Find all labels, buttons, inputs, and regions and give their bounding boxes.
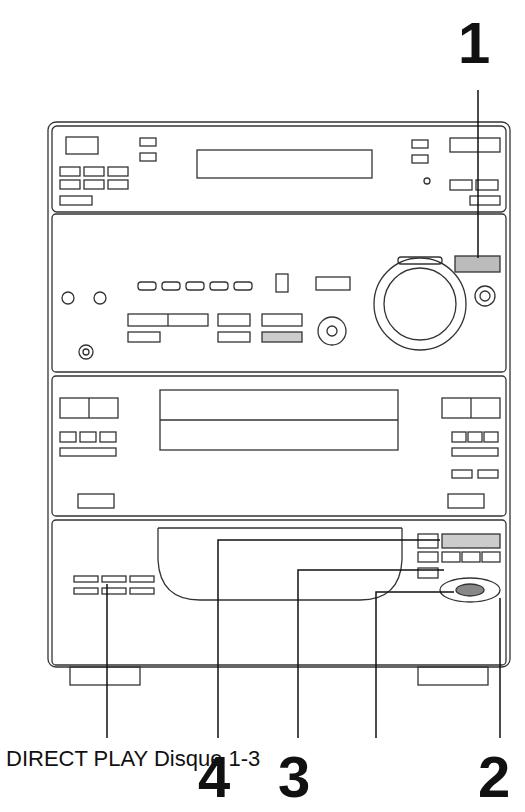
eject-button <box>448 494 484 508</box>
callout-number: 2 <box>478 748 510 806</box>
volume-knob <box>374 258 466 350</box>
cassette-panel <box>52 376 506 516</box>
foot <box>70 667 140 685</box>
display <box>197 150 372 178</box>
housing <box>48 122 510 667</box>
button <box>450 138 500 152</box>
callout-number: 1 <box>458 14 490 72</box>
callout-number: 3 <box>278 748 310 806</box>
disc-button <box>440 578 500 602</box>
tuner-panel <box>52 126 506 212</box>
jog-dial <box>318 317 346 345</box>
button <box>455 256 500 272</box>
button <box>140 153 156 161</box>
disc-tray <box>158 528 402 600</box>
leader-lines <box>107 90 500 738</box>
eject-button <box>78 494 114 508</box>
button <box>140 138 156 146</box>
button <box>66 137 98 154</box>
foot <box>418 667 488 685</box>
amplifier-panel <box>52 214 506 372</box>
button <box>316 277 350 290</box>
callout-number: 4 <box>198 748 230 806</box>
